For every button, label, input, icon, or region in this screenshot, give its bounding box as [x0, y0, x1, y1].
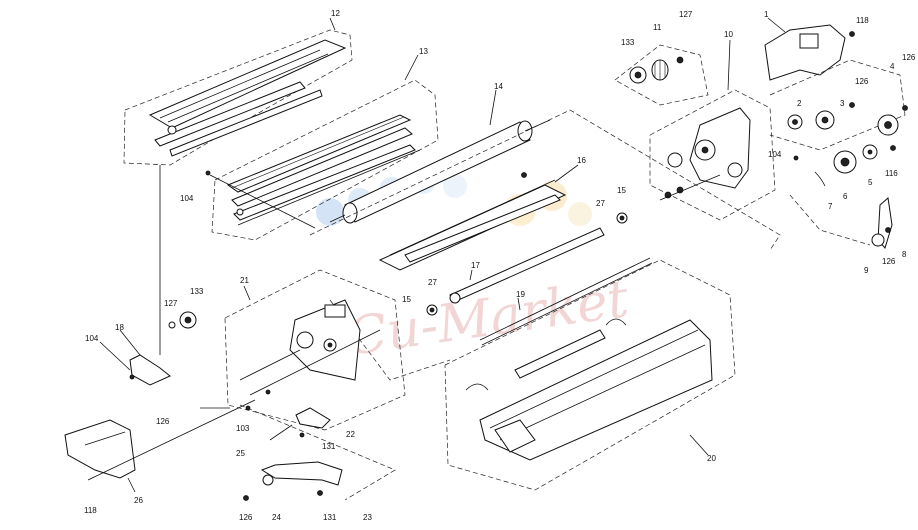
label-11: 11 — [653, 23, 662, 32]
label-14: 14 — [494, 82, 503, 91]
label-1: 1 — [764, 10, 769, 19]
levers-8-9 — [789, 194, 893, 250]
label-131-top: 131 — [322, 442, 336, 451]
label-9: 9 — [864, 266, 869, 275]
label-22: 22 — [346, 430, 355, 439]
gears-15-27 — [426, 212, 628, 316]
label-10: 10 — [724, 30, 733, 39]
assembly-12 — [123, 29, 353, 355]
paper-guide-16 — [378, 172, 567, 271]
label-133-right: 133 — [621, 38, 635, 47]
label-118-left: 118 — [84, 506, 97, 515]
label-126-lever: 126 — [882, 257, 896, 266]
label-25: 25 — [236, 449, 245, 458]
label-126-top: 126 — [855, 77, 869, 86]
side-frame-assembly-21 — [224, 269, 406, 431]
label-17: 17 — [471, 261, 480, 270]
label-8: 8 — [902, 250, 907, 259]
label-27-left: 27 — [428, 278, 437, 287]
label-103: 103 — [236, 424, 250, 433]
label-27-right: 27 — [596, 199, 605, 208]
label-133-left: 133 — [190, 287, 204, 296]
label-24: 24 — [272, 513, 281, 522]
base-tray-20 — [444, 259, 736, 491]
label-126-bottom: 126 — [239, 513, 253, 522]
rod-19 — [479, 257, 653, 346]
label-104-top: 104 — [180, 194, 194, 203]
label-20: 20 — [707, 454, 716, 463]
part-labels: 12 13 14 16 15 27 17 27 15 19 20 21 104 … — [84, 9, 916, 522]
label-116: 116 — [885, 169, 898, 178]
label-3: 3 — [840, 99, 845, 108]
label-4: 4 — [890, 62, 895, 71]
label-118-right: 118 — [856, 16, 869, 25]
label-19: 19 — [516, 290, 525, 299]
label-23: 23 — [363, 513, 372, 522]
bracket-1 — [764, 24, 855, 81]
assembly-13 — [211, 79, 439, 241]
gear-train-2-6 — [769, 59, 908, 187]
label-15-left: 15 — [402, 295, 411, 304]
cover-26 — [64, 399, 256, 481]
label-15-right: 15 — [617, 186, 626, 195]
label-6: 6 — [843, 192, 848, 201]
label-7: 7 — [828, 202, 833, 211]
label-131-bottom: 131 — [323, 513, 337, 522]
label-12: 12 — [331, 9, 340, 18]
label-126-left: 126 — [156, 417, 170, 426]
platen-roller-14 — [209, 119, 551, 229]
label-5: 5 — [868, 178, 873, 187]
right-frame-assembly-10 — [649, 89, 776, 221]
label-21: 21 — [240, 276, 249, 285]
leader-lines — [99, 17, 786, 493]
label-26: 26 — [134, 496, 143, 505]
label-127-left: 127 — [164, 299, 178, 308]
bracket-18 — [129, 170, 211, 386]
label-127-right: 127 — [679, 10, 693, 19]
shaft-17 — [449, 227, 605, 304]
label-16: 16 — [577, 156, 586, 165]
label-126-far-right: 126 — [902, 53, 916, 62]
region-outline — [309, 109, 781, 251]
label-18: 18 — [115, 323, 124, 332]
label-104-right: 104 — [768, 150, 782, 159]
gears-133-11-127 — [614, 44, 709, 106]
levers-22-25 — [200, 389, 396, 501]
label-104-left: 104 — [85, 334, 99, 343]
label-13: 13 — [419, 47, 428, 56]
label-2: 2 — [797, 99, 802, 108]
